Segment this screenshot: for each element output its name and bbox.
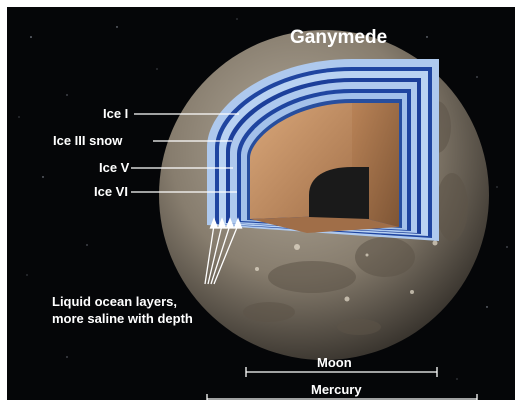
diagram-graphic bbox=[7, 7, 515, 400]
label-ice-v: Ice V bbox=[99, 160, 129, 175]
label-ice-i: Ice I bbox=[103, 106, 128, 121]
label-ice-iii-snow: Ice III snow bbox=[53, 133, 122, 148]
ganymede-diagram: Ganymede Ice I Ice III snow Ice V Ice VI… bbox=[7, 7, 515, 400]
ocean-note-line1: Liquid ocean layers, bbox=[52, 294, 177, 310]
diagram-title: Ganymede bbox=[290, 27, 387, 49]
label-ice-vi: Ice VI bbox=[94, 184, 128, 199]
moon-scale-label: Moon bbox=[317, 355, 352, 370]
mercury-scale-label: Mercury bbox=[311, 382, 362, 397]
ocean-note-line2: more saline with depth bbox=[52, 311, 193, 327]
